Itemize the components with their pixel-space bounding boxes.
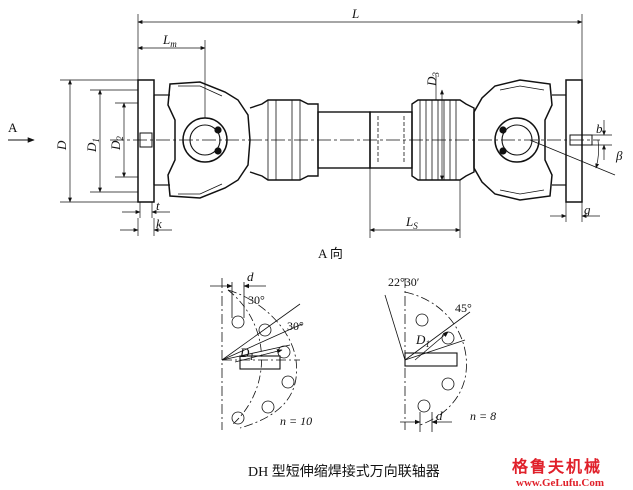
dim-Ls: LS	[405, 214, 418, 231]
dim-D1-main: D	[84, 142, 99, 153]
dim-Ls-main: L	[405, 214, 413, 229]
right-flange-view	[384, 278, 471, 432]
right-angle1: 22°30′	[388, 275, 420, 289]
right-angle2: 45°	[455, 301, 472, 315]
right-D1-sub: 1	[425, 339, 430, 349]
dim-D1-sub: 1	[91, 138, 101, 143]
labels: L Lm LS D D1 D2 D3 t k b g β A A 向 d 30°…	[8, 6, 623, 489]
dim-Ls-sub: S	[413, 221, 418, 231]
main-view	[110, 79, 616, 203]
right-D1-main: D	[415, 332, 426, 347]
right-yoke	[473, 79, 553, 201]
dim-Lm-sub: m	[170, 39, 177, 49]
dim-D3: D3	[424, 72, 441, 87]
dim-D2-main: D	[108, 140, 123, 151]
dim-g: g	[584, 202, 591, 217]
dim-k: k	[156, 216, 162, 231]
dim-D: D	[54, 140, 69, 151]
left-n: n = 10	[280, 414, 312, 428]
dimension-lines	[8, 14, 612, 238]
dim-D2-sub: 2	[115, 136, 125, 141]
right-D1: D1	[415, 332, 430, 349]
right-d: d	[436, 408, 443, 423]
right-n: n = 8	[470, 409, 496, 423]
left-D1: D1	[239, 345, 254, 362]
dim-D3-sub: 3	[431, 72, 441, 78]
dim-beta: β	[615, 148, 623, 163]
left-yoke	[167, 81, 251, 199]
watermark-url: www.GeLufu.Com	[516, 477, 604, 489]
figure-caption: DH 型短伸缩焊接式万向联轴器	[248, 463, 440, 480]
dim-Lm-main: L	[162, 32, 170, 47]
right-cross-bore	[494, 117, 540, 163]
dim-Lm: Lm	[162, 32, 177, 49]
right-flange	[565, 79, 583, 203]
view-label: A 向	[318, 246, 343, 261]
dim-b: b	[596, 121, 603, 136]
right-flange-key	[569, 134, 593, 146]
arrow-label-A: A	[8, 120, 18, 135]
dim-D1: D1	[84, 138, 101, 153]
left-flange-key	[139, 132, 153, 148]
left-flange-view	[210, 278, 303, 430]
left-D1-sub: 1	[249, 352, 254, 362]
dim-D3-main: D	[424, 76, 439, 87]
watermark-cn: 格鲁夫机械	[512, 457, 602, 476]
right-spline-sleeve	[411, 99, 475, 181]
left-angle2: 30°	[287, 319, 304, 333]
dim-t: t	[156, 198, 160, 213]
left-d: d	[247, 269, 254, 284]
dim-L: L	[351, 6, 359, 21]
left-angle1: 30°	[248, 293, 265, 307]
left-D1-main: D	[239, 345, 250, 360]
dim-D2: D2	[108, 136, 125, 151]
